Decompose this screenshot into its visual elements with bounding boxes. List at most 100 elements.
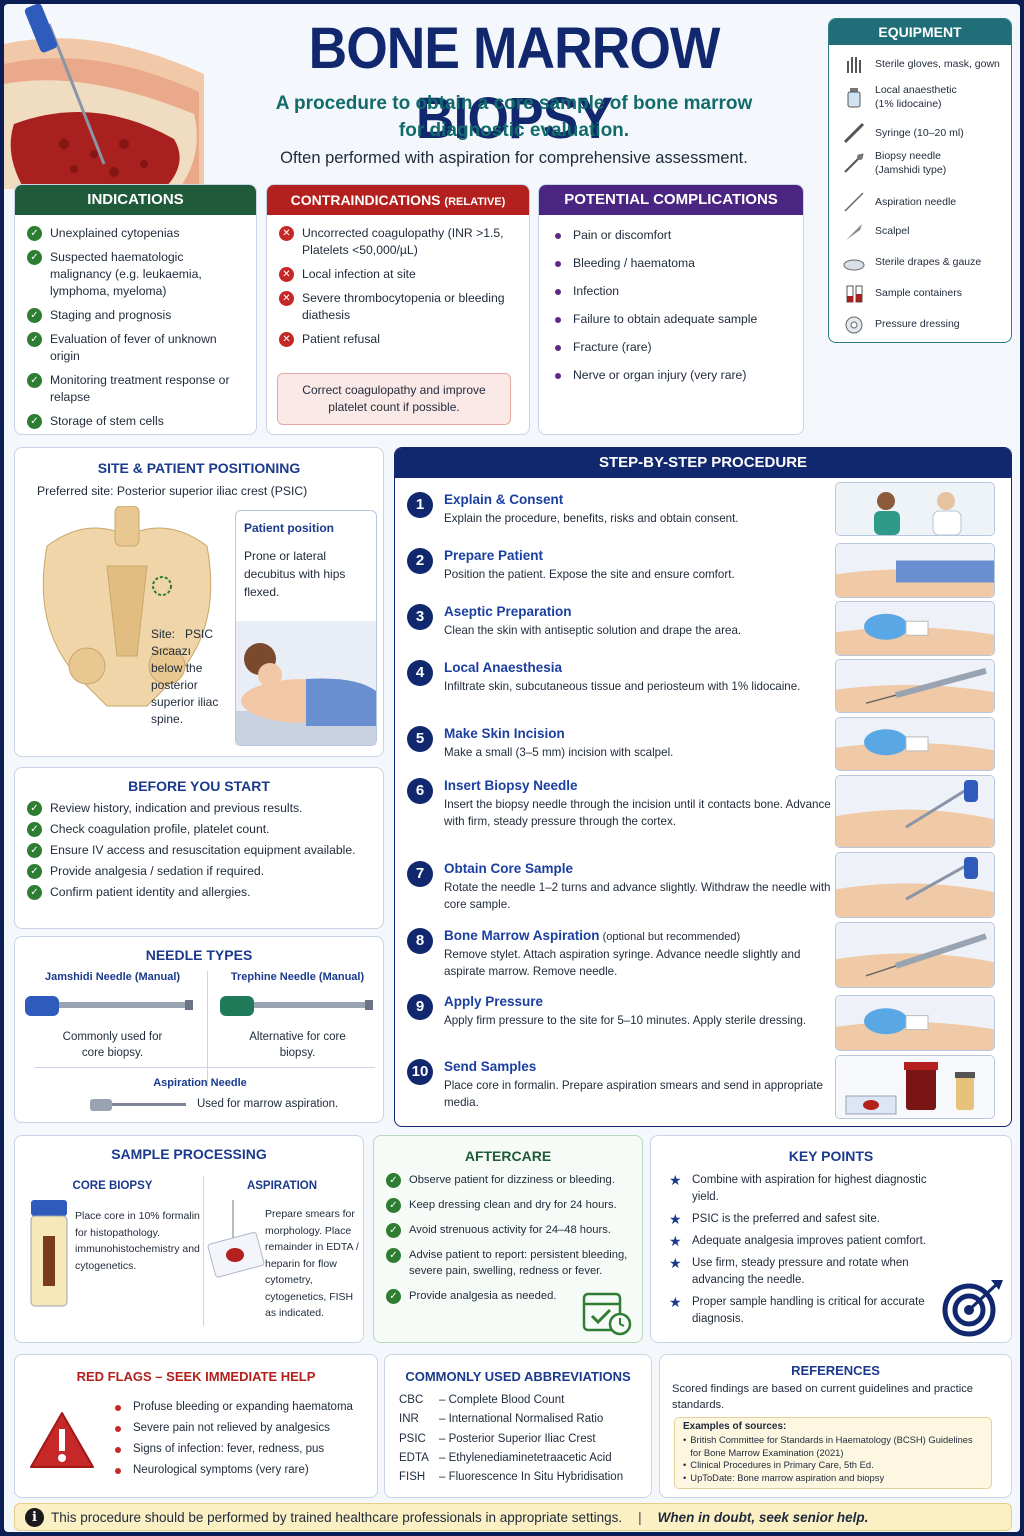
abbreviation-row: FISH– Fluorescence In Situ Hybridisation: [399, 1471, 624, 1484]
list-item: Failure to obtain adequate sample: [551, 311, 793, 328]
list-item: Signs of infection: fever, redness, pus: [111, 1441, 364, 1458]
list-item: ✓Review history, indication and previous…: [27, 800, 373, 817]
consultation-illustration: [835, 482, 995, 536]
list-item: Bleeding / haematoma: [551, 255, 793, 272]
equipment-item: Pressure dressing: [843, 313, 960, 335]
list-item: ✓Observe patient for dizziness or bleedi…: [386, 1172, 632, 1188]
check-icon: ✓: [27, 226, 42, 241]
aftercare-title: AFTERCARE: [464, 1148, 552, 1164]
position-title: Patient position: [244, 521, 334, 535]
step-number-badge: 1: [407, 492, 433, 518]
indications-title: INDICATIONS: [15, 185, 256, 215]
abbreviation-row: EDTA– Ethylenediaminetetraacetic Acid: [399, 1451, 612, 1464]
references-intro: Scored findings are based on current gui…: [672, 1383, 974, 1411]
abbreviations-card: COMMONLY USED ABBREVIATIONS CBC– Complet…: [384, 1354, 652, 1498]
needle-title: NEEDLE TYPES: [145, 947, 253, 963]
list-item: ✓Suspected haematologic malignancy (e.g.…: [27, 249, 246, 300]
list-item: ✓Evaluation of fever of unknown origin: [27, 331, 246, 365]
check-icon: ✓: [386, 1223, 401, 1238]
aspiration-title: Aspiration Needle: [153, 1077, 247, 1089]
step-title: Aseptic Preparation: [444, 604, 572, 619]
step-number-badge: 4: [407, 660, 433, 686]
before-title: BEFORE YOU START: [128, 778, 270, 794]
reference-item: •British Committee for Standards in Haem…: [683, 1433, 973, 1458]
step-description: Position the patient. Expose the site an…: [444, 568, 735, 581]
aspiration-syringe-illustration: [835, 922, 995, 988]
complications-title: POTENTIAL COMPLICATIONS: [539, 185, 803, 215]
step-number-badge: 8: [407, 928, 433, 954]
cross-icon: ✕: [279, 291, 294, 306]
step-title: Obtain Core Sample: [444, 861, 574, 876]
needle-types-card: NEEDLE TYPES Jamshidi Needle (Manual) Co…: [14, 936, 384, 1123]
cross-icon: ✕: [279, 226, 294, 241]
step-title: Make Skin Incision: [444, 726, 565, 741]
list-item: ★Combine with aspiration for highest dia…: [669, 1172, 937, 1206]
before-you-start-card: BEFORE YOU START ✓Review history, indica…: [14, 767, 384, 929]
equipment-item: Biopsy needle (Jamshidi type): [843, 149, 946, 177]
aftercare-list: ✓Observe patient for dizziness or bleedi…: [374, 1164, 642, 1313]
step-description: Place core in formalin. Prepare aspirati…: [444, 1079, 823, 1109]
step-title: Apply Pressure: [444, 994, 544, 1009]
scalpel-icon: [846, 224, 862, 240]
calendar-clock-icon: [582, 1292, 632, 1336]
step-number-badge: 6: [407, 778, 433, 804]
list-item: ✓Advise patient to report: persistent bl…: [386, 1247, 632, 1279]
check-icon: ✓: [27, 801, 42, 816]
pressure-dressing-illustration: [835, 995, 995, 1051]
check-icon: ✓: [386, 1198, 401, 1213]
list-item: ✓Monitoring treatment response or relaps…: [27, 372, 246, 406]
step-description: Insert the biopsy needle through the inc…: [444, 798, 831, 828]
aspiration-processing-title: ASPIRATION: [246, 1180, 318, 1192]
check-icon: ✓: [27, 332, 42, 347]
drapes-icon: [843, 259, 865, 271]
bone-cross-section-illustration: [4, 4, 204, 189]
check-icon: ✓: [386, 1173, 401, 1188]
check-icon: ✓: [27, 843, 42, 858]
step-description: Apply firm pressure to the site for 5–10…: [444, 1014, 807, 1027]
step-title: Prepare Patient: [444, 548, 544, 563]
slide-smear-icon: [207, 1200, 265, 1278]
gloves-icon: [847, 57, 861, 73]
list-item: Infection: [551, 283, 793, 300]
aspiration-needle-icon: [844, 192, 864, 212]
list-item: ★Use firm, steady pressure and rotate wh…: [669, 1255, 937, 1289]
sample-tubes-icon: [846, 285, 863, 303]
equipment-item: Sterile gloves, mask, gown: [843, 53, 1000, 75]
step-description: Make a small (3–5 mm) incision with scal…: [444, 746, 674, 759]
equipment-item: Aspiration needle: [843, 191, 956, 213]
formalin-container-icon: [30, 1200, 68, 1307]
jamshidi-title: Jamshidi Needle (Manual): [44, 971, 181, 983]
equipment-item: Local anaesthetic (1% lidocaine): [843, 83, 957, 111]
indications-list: ✓Unexplained cytopenias ✓Suspected haema…: [15, 215, 256, 430]
list-item: ✓Keep dressing clean and dry for 24 hour…: [386, 1197, 632, 1213]
list-item: ✕Patient refusal: [279, 331, 519, 348]
cross-icon: ✕: [279, 267, 294, 282]
patient-position-panel: Patient position Prone or lateral decubi…: [235, 510, 377, 746]
needle-insertion-illustration: [835, 775, 995, 848]
step-description: Clean the skin with antiseptic solution …: [444, 624, 742, 637]
redflags-list: Profuse bleeding or expanding haematoma …: [99, 1391, 374, 1483]
jamshidi-text: Commonly used for core biopsy.: [62, 1031, 163, 1059]
list-item: Neurological symptoms (very rare): [111, 1462, 364, 1479]
step-description: Infiltrate skin, subcutaneous tissue and…: [444, 680, 801, 693]
check-icon: ✓: [27, 373, 42, 388]
reference-item: •Clinical Procedures in Primary Care, 5t…: [683, 1459, 874, 1471]
reference-item: •UpToDate: Bone marrow aspiration and bi…: [683, 1472, 885, 1484]
step-title: Insert Biopsy Needle: [444, 778, 578, 793]
list-item: ✕Local infection at site: [279, 266, 519, 283]
aftercare-card: AFTERCARE ✓Observe patient for dizziness…: [373, 1135, 643, 1343]
check-icon: ✓: [386, 1248, 401, 1263]
list-item: Nerve or organ injury (very rare): [551, 367, 793, 384]
cross-icon: ✕: [279, 332, 294, 347]
list-item: ★Adequate analgesia improves patient com…: [669, 1233, 926, 1249]
indications-card: INDICATIONS ✓Unexplained cytopenias ✓Sus…: [14, 184, 257, 435]
key-points-card: KEY POINTS ★Combine with aspiration for …: [650, 1135, 1012, 1343]
site-label-block: Site: PSIC Sıcaazı below the posterior s…: [151, 627, 219, 726]
star-icon: ★: [669, 1255, 682, 1271]
abbreviation-row: CBC– Complete Blood Count: [399, 1394, 565, 1406]
check-icon: ✓: [27, 414, 42, 429]
warning-icon: [30, 1412, 94, 1468]
abbreviation-row: INR– International Normalised Ratio: [399, 1413, 604, 1426]
check-icon: ✓: [27, 308, 42, 323]
target-icon: [942, 1280, 1003, 1337]
